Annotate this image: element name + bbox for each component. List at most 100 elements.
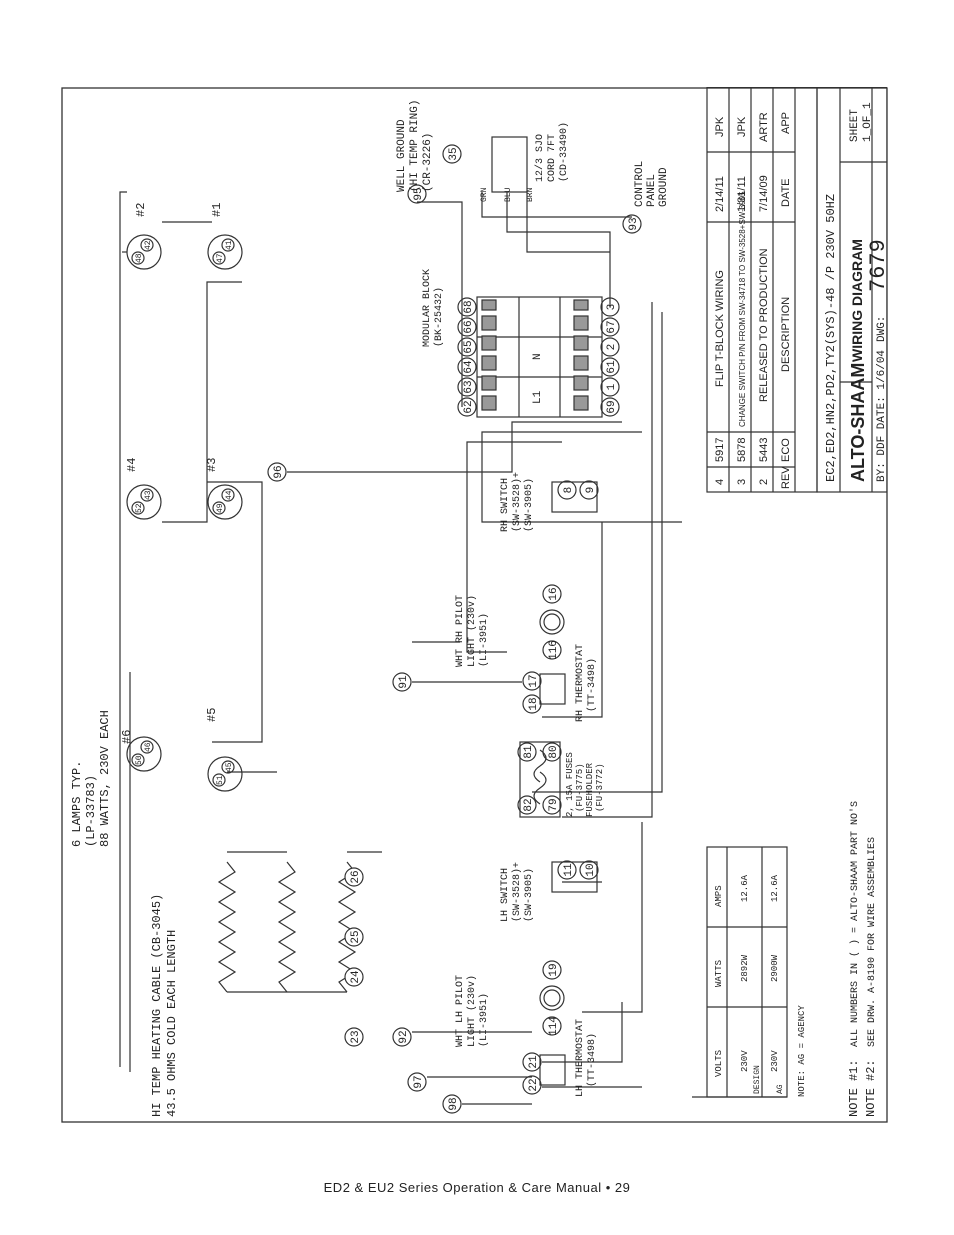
svg-text:12.6A: 12.6A (740, 874, 750, 902)
label-rh-thermostat: RH THERMOSTAT (575, 644, 586, 722)
svg-text:CORD 7FT: CORD 7FT (547, 134, 558, 182)
svg-text:FLIP T-BLOCK WIRING: FLIP T-BLOCK WIRING (714, 270, 726, 387)
svg-text:82: 82 (523, 798, 535, 811)
label-rh-switch-part2: (SW-3905) (523, 478, 535, 532)
modular-block: L1 N (476, 296, 603, 418)
svg-text:4: 4 (714, 479, 726, 485)
lh-switch (551, 861, 598, 893)
label-well-ground-sub: (HI TEMP RING) (409, 100, 421, 192)
label-fuseholder: FUSEHOLDER (585, 762, 595, 817)
svg-text:43: 43 (144, 490, 153, 500)
svg-text:JPK: JPK (714, 116, 726, 137)
sheet-label: SHEET (849, 109, 861, 142)
label-lamp-watts: 88 WATTS, 230V EACH (98, 710, 112, 847)
lamp-5: #5 (205, 708, 243, 792)
svg-text:CHANGE SWITCH P/N FROM SW-3471: CHANGE SWITCH P/N FROM SW-34718 TO SW-35… (738, 191, 747, 427)
svg-text:46: 46 (144, 742, 153, 752)
svg-text:16: 16 (548, 587, 560, 600)
svg-text:12.6A: 12.6A (770, 874, 780, 902)
dwg-label: DWG: (876, 316, 887, 342)
svg-text:#6: #6 (120, 730, 134, 744)
svg-text:10: 10 (585, 863, 597, 876)
svg-text:98: 98 (448, 1097, 460, 1110)
svg-text:17: 17 (528, 674, 540, 687)
svg-text:35: 35 (448, 147, 460, 160)
lamp-terminals: 50 46 51 45 52 43 49 44 48 42 47 41 (135, 240, 234, 785)
note1-head: NOTE #1: (847, 1059, 861, 1117)
label-modular-block: MODULAR BLOCK (422, 269, 433, 347)
label-wire-brn: BRN (526, 187, 535, 202)
brand-logo: ALTO-SHAAM (848, 363, 868, 482)
table-note: NOTE: AG = AGENCY (797, 1005, 807, 1097)
svg-text:97: 97 (413, 1075, 425, 1088)
rh-pilot-light (539, 609, 565, 635)
svg-text:65: 65 (463, 340, 475, 353)
power-cord: 12/3 SJO CORD 7FT (CD-33490) (491, 122, 570, 193)
note2-text: SEE DRW. A-8190 FOR WIRE ASSEMBLIES (867, 837, 878, 1047)
svg-text:AMPS: AMPS (714, 885, 724, 907)
lamp-1: #1 (207, 203, 243, 270)
svg-text:REV: REV (780, 466, 792, 489)
svg-text:63: 63 (463, 380, 475, 393)
svg-text:62: 62 (463, 400, 475, 413)
svg-text:18: 18 (528, 697, 540, 710)
sheet-value: 1_OF_1 (862, 102, 874, 142)
note2-head: NOTE #2: (864, 1059, 878, 1117)
svg-text:116: 116 (548, 640, 560, 660)
svg-text:2: 2 (758, 479, 770, 485)
label-well-ground-part: (CR-3226) (422, 133, 434, 192)
svg-text:#5: #5 (205, 708, 219, 722)
svg-text:AG: AG (776, 1084, 785, 1094)
label-fuses-part: (FU-3775) (575, 763, 585, 812)
revision-table: 4 5917 FLIP T-BLOCK WIRING 2/14/11 JPK 3… (706, 87, 818, 493)
svg-text:23: 23 (350, 1030, 362, 1043)
label-rh-pilot-sub: LIGHT (230v) (466, 595, 478, 667)
label-lh-switch-part2: (SW-3905) (523, 868, 535, 922)
svg-text:#3: #3 (205, 458, 219, 472)
label-lamps-typ: 6 LAMPS TYP. (70, 761, 84, 847)
page-footer: ED2 & EU2 Series Operation & Care Manual… (323, 1180, 631, 1195)
svg-text:(CD-33490): (CD-33490) (558, 122, 570, 182)
terminals: 95 35 93 96 91 92 97 98 23 24 25 26 8 9 … (267, 144, 642, 1114)
svg-text:2892W: 2892W (740, 954, 750, 982)
svg-text:50: 50 (135, 755, 144, 765)
label-lh-pilot-sub: LIGHT (230v) (466, 975, 478, 1047)
label-heating-ohms: 43.5 OHMS COLD EACH LENGTH (165, 930, 179, 1117)
label-lh-thermostat-part: (TT-3498) (586, 1033, 598, 1087)
svg-text:N: N (532, 353, 544, 360)
svg-text:19: 19 (548, 963, 560, 976)
models-line: EC2,ED2,HN2,PD2,TY2(SYS)-48 /P 230V 50HZ (824, 194, 838, 482)
svg-text:#1: #1 (210, 203, 224, 217)
svg-text:2: 2 (606, 344, 618, 351)
title-block: EC2,ED2,HN2,PD2,TY2(SYS)-48 /P 230V 50HZ… (816, 87, 887, 493)
label-lh-switch-part: (SW-3528)+ (511, 862, 523, 922)
svg-text:VOLTS: VOLTS (714, 1050, 724, 1077)
svg-text:8: 8 (563, 487, 575, 494)
svg-text:64: 64 (463, 360, 475, 374)
svg-text:ECO: ECO (780, 438, 792, 462)
svg-text:21: 21 (528, 1055, 540, 1069)
svg-text:48: 48 (135, 253, 144, 263)
svg-text:92: 92 (398, 1030, 410, 1043)
svg-text:7/14/09: 7/14/09 (758, 175, 770, 212)
svg-text:68: 68 (463, 300, 475, 313)
svg-text:67: 67 (606, 320, 618, 333)
svg-text:79: 79 (548, 798, 560, 811)
svg-text:80: 80 (548, 745, 560, 758)
svg-text:81: 81 (523, 745, 535, 759)
lamp-4: #4 (125, 458, 162, 520)
svg-text:22: 22 (528, 1078, 540, 1091)
label-control-ground: CONTROL (634, 161, 646, 207)
label-modular-block-part: (BK-25432) (433, 287, 445, 347)
svg-text:5878: 5878 (736, 438, 748, 462)
svg-text:26: 26 (350, 870, 362, 883)
svg-text:2900W: 2900W (770, 954, 780, 982)
rh-switch (551, 481, 598, 513)
label-lh-pilot: WHT LH PILOT (455, 975, 466, 1047)
svg-text:230V: 230V (740, 1050, 750, 1072)
svg-text:12/3 SJO: 12/3 SJO (534, 134, 546, 182)
drawing-title: WIRING DIAGRAM (849, 239, 865, 362)
label-lamp-part: (LP-33783) (84, 775, 98, 847)
svg-text:RELEASED TO PRODUCTION: RELEASED TO PRODUCTION (758, 248, 770, 402)
